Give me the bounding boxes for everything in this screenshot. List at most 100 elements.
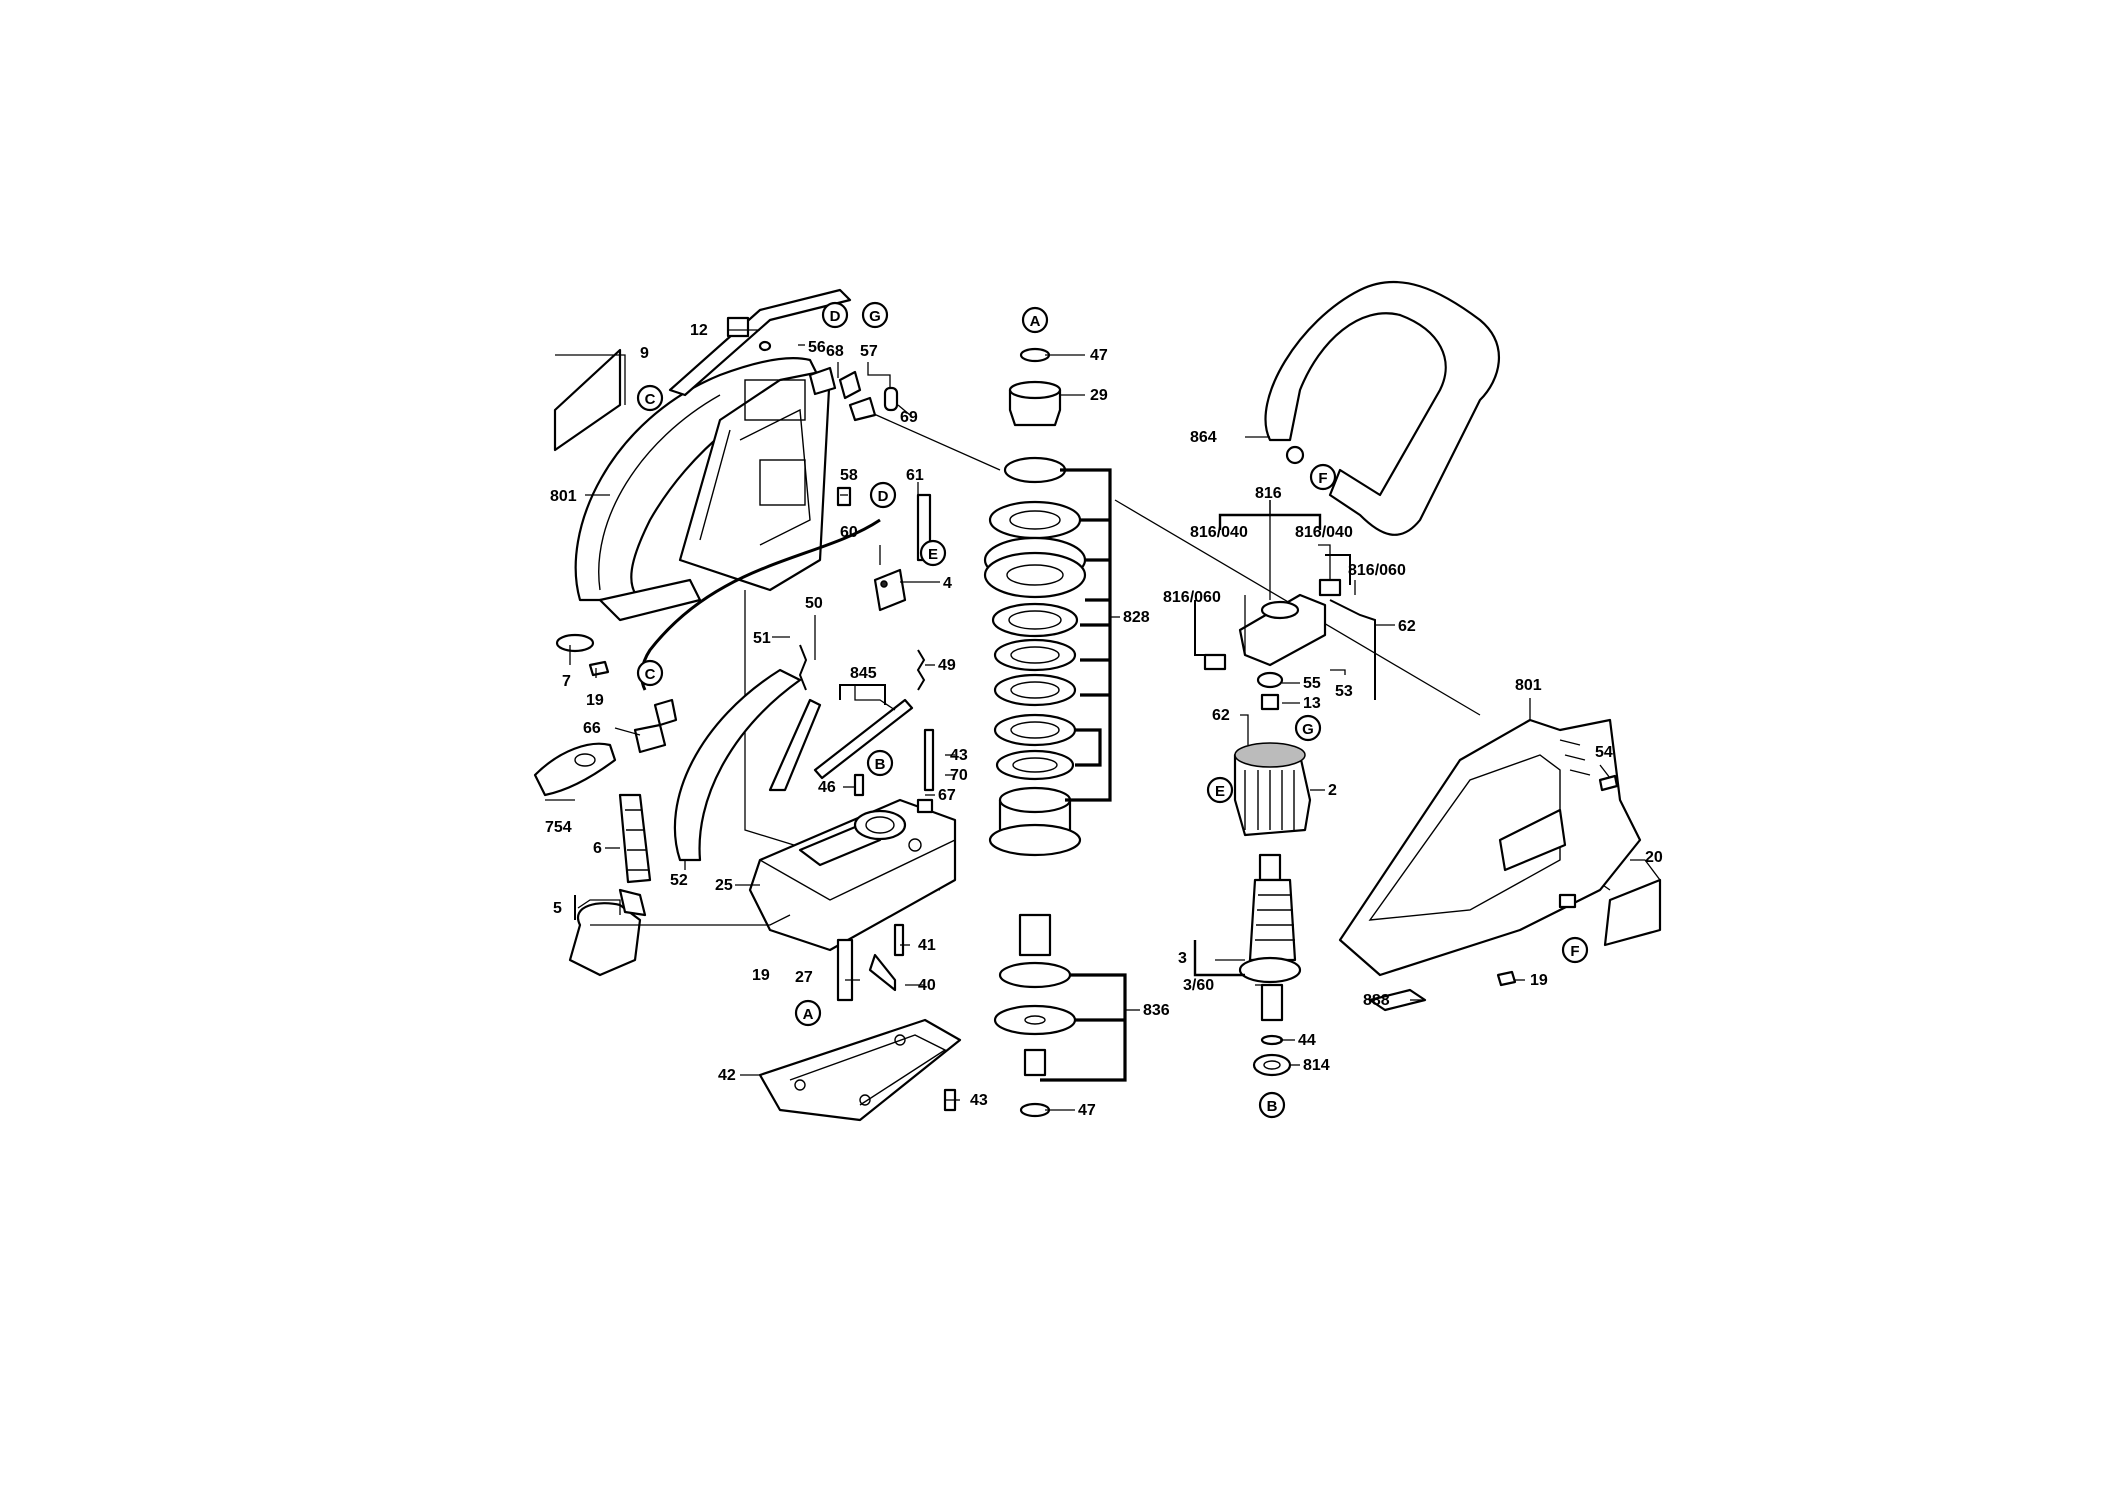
ref-marker-C-left: C: [636, 659, 664, 687]
ref-marker-A-bottom: A: [794, 999, 822, 1027]
part-label-828: 828: [1123, 609, 1150, 626]
svg-text:C: C: [645, 666, 656, 683]
ref-marker-B-bottom: B: [1258, 1091, 1286, 1119]
ref-marker-D-top: D: [821, 301, 849, 329]
cable-sleeve-6: [618, 793, 652, 884]
ref-marker-C-top: C: [636, 384, 664, 412]
part-label-70: 70: [950, 767, 968, 784]
part-label-816-060-right: 816/060: [1348, 562, 1406, 579]
gear-ring-stack-828: [983, 456, 1087, 857]
part-label-57: 57: [860, 343, 878, 360]
ref-marker-E-right: E: [1206, 776, 1234, 804]
guard-strip-52: [673, 668, 802, 862]
svg-text:B: B: [1267, 1098, 1278, 1115]
connector-66: [633, 698, 678, 754]
part-label-3: 3: [1178, 950, 1187, 967]
svg-text:G: G: [869, 308, 881, 325]
part-label-62-left: 62: [1212, 707, 1230, 724]
part-label-51: 51: [753, 630, 771, 647]
part-label-19-a: 19: [586, 692, 604, 709]
part-label-19-c: 19: [1530, 972, 1548, 989]
part-label-19-b: 19: [752, 967, 770, 984]
part-label-20: 20: [1645, 849, 1663, 866]
part-label-2: 2: [1328, 782, 1337, 799]
part-label-41: 41: [918, 937, 936, 954]
part-label-54: 54: [1595, 744, 1613, 761]
bracket-845: [839, 684, 886, 705]
pins-43-70-46-67: [853, 728, 935, 814]
part-label-816-060-left: 816/060: [1163, 589, 1221, 606]
part-label-754: 754: [545, 819, 572, 836]
part-label-68: 68: [826, 343, 844, 360]
cap-7-screw-19: [555, 633, 610, 677]
part-label-845: 845: [850, 665, 877, 682]
bushings-55-13: [1256, 671, 1284, 711]
ref-marker-G-top: G: [861, 301, 889, 329]
brush-holder-816: [1203, 578, 1376, 700]
svg-text:B: B: [875, 756, 886, 773]
part-label-67: 67: [938, 787, 956, 804]
part-label-864: 864: [1190, 429, 1217, 446]
switch-lever-12: [668, 288, 852, 397]
svg-text:E: E: [928, 546, 938, 563]
part-label-836: 836: [1143, 1002, 1170, 1019]
part-label-5: 5: [553, 900, 562, 917]
part-label-3-60: 3/60: [1183, 977, 1214, 994]
part-label-55: 55: [1303, 675, 1321, 692]
part-label-58: 58: [840, 467, 858, 484]
pad-888-label-20-screws: [1368, 774, 1662, 1012]
part-label-801-right: 801: [1515, 677, 1542, 694]
part-label-47-b: 47: [1078, 1102, 1096, 1119]
svg-text:A: A: [1030, 313, 1041, 330]
part-label-47-a: 47: [1090, 347, 1108, 364]
ref-marker-A-top: A: [1021, 306, 1049, 334]
ref-marker-G-right: G: [1294, 714, 1322, 742]
bracket-816-060: [1194, 554, 1351, 656]
ref-marker-D-mid: D: [869, 481, 897, 509]
leader-lines: [545, 329, 1661, 1111]
part-label-25: 25: [715, 877, 733, 894]
center-stack-top: [1008, 347, 1062, 427]
pins-27-40-41: [836, 923, 905, 1002]
part-label-56: 56: [808, 339, 826, 356]
part-label-61: 61: [906, 467, 924, 484]
part-label-60: 60: [840, 524, 858, 541]
part-label-66: 66: [583, 720, 601, 737]
stator-2: [1233, 742, 1312, 837]
bracket-836: [1040, 973, 1140, 1082]
svg-text:E: E: [1215, 783, 1225, 800]
part-label-40: 40: [918, 977, 936, 994]
handle-bow-864: [1264, 280, 1501, 536]
ref-marker-E-left: E: [919, 539, 947, 567]
part-label-816-040-right: 816/040: [1295, 524, 1353, 541]
base-plate-42: [758, 1018, 962, 1122]
svg-text:D: D: [830, 308, 841, 325]
housing-shell-left: [574, 357, 832, 622]
part-label-52: 52: [670, 872, 688, 889]
reference-markers: D G C D E C B A: [636, 301, 1589, 1119]
part-label-29: 29: [1090, 387, 1108, 404]
housing-shell-right: [1338, 718, 1642, 977]
svg-text:F: F: [1318, 470, 1327, 487]
part-label-43-b: 43: [970, 1092, 988, 1109]
svg-text:A: A: [803, 1006, 814, 1023]
part-label-814: 814: [1303, 1057, 1330, 1074]
part-label-27: 27: [795, 969, 813, 986]
svg-text:G: G: [1302, 721, 1314, 738]
eccentric-stack-836: [993, 913, 1077, 1118]
bracket-3: [1193, 940, 1245, 977]
part-label-44: 44: [1298, 1032, 1316, 1049]
switch-assembly-50-51-845: [768, 644, 926, 792]
part-label-69: 69: [900, 409, 918, 426]
part-label-6: 6: [593, 840, 602, 857]
small-parts-56-68-57-69: [758, 340, 899, 422]
part-label-12: 12: [690, 322, 708, 339]
part-label-801-left: 801: [550, 488, 577, 505]
label-sticker-9: [553, 348, 622, 452]
part-label-888: 888: [1363, 992, 1390, 1009]
svg-text:C: C: [645, 391, 656, 408]
part-label-43-a: 43: [950, 747, 968, 764]
part-label-42: 42: [718, 1067, 736, 1084]
part-label-7: 7: [562, 673, 571, 690]
